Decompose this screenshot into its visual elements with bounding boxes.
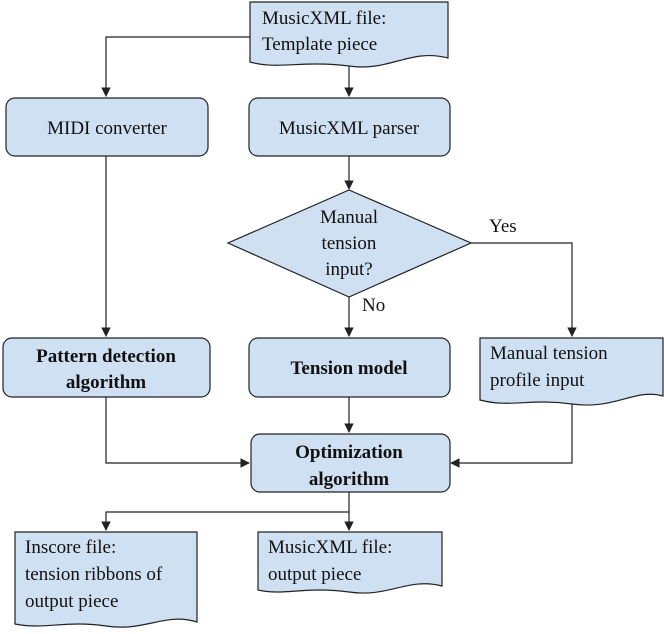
manual-profile-line-2: profile input [490, 370, 585, 391]
tension-model-label: Tension model [290, 358, 407, 379]
node-pattern-detection: Pattern detection algorithm [2, 337, 211, 398]
edges [101, 36, 577, 531]
optimization-line-2: algorithm [309, 469, 389, 490]
node-template-doc: MusicXML file: Template piece [249, 1, 449, 68]
edge-decision-yes-to-profile [470, 242, 577, 337]
output-doc-line-2: output piece [268, 564, 361, 585]
node-inscore-doc: Inscore file: tension ribbons of output … [14, 531, 198, 628]
template-doc-line-2: Template piece [262, 34, 377, 55]
edge-label-yes: Yes [489, 216, 517, 237]
node-musicxml-parser: MusicXML parser [248, 97, 451, 157]
edge-template-to-midi [101, 36, 250, 97]
decision-line-1: Manual [320, 207, 378, 228]
edge-pattern-to-optimization [105, 397, 250, 468]
inscore-doc-line-3: output piece [25, 591, 118, 612]
pattern-detection-line-1: Pattern detection [36, 346, 176, 367]
edge-profile-to-optimization [450, 403, 573, 468]
node-output-doc: MusicXML file: output piece [257, 531, 443, 594]
decision-line-3: input? [325, 259, 373, 280]
node-tension-model: Tension model [248, 337, 451, 398]
node-decision: Manual tension input? [226, 189, 473, 298]
midi-converter-label: MIDI converter [47, 118, 167, 139]
inscore-doc-line-1: Inscore file: [25, 537, 116, 558]
edge-optimization-to-inscore [101, 511, 349, 531]
musicxml-parser-label: MusicXML parser [279, 118, 420, 139]
decision-line-2: tension [322, 233, 377, 254]
inscore-doc-line-2: tension ribbons of [25, 564, 163, 585]
optimization-line-1: Optimization [295, 442, 403, 463]
pattern-detection-line-2: algorithm [66, 372, 146, 393]
edge-label-no: No [362, 295, 385, 316]
node-manual-profile: Manual tension profile input [479, 337, 664, 406]
node-midi-converter: MIDI converter [5, 97, 209, 157]
template-doc-line-1: MusicXML file: [262, 8, 386, 29]
node-optimization: Optimization algorithm [250, 433, 451, 493]
output-doc-line-1: MusicXML file: [268, 537, 392, 558]
manual-profile-line-1: Manual tension [490, 343, 608, 364]
